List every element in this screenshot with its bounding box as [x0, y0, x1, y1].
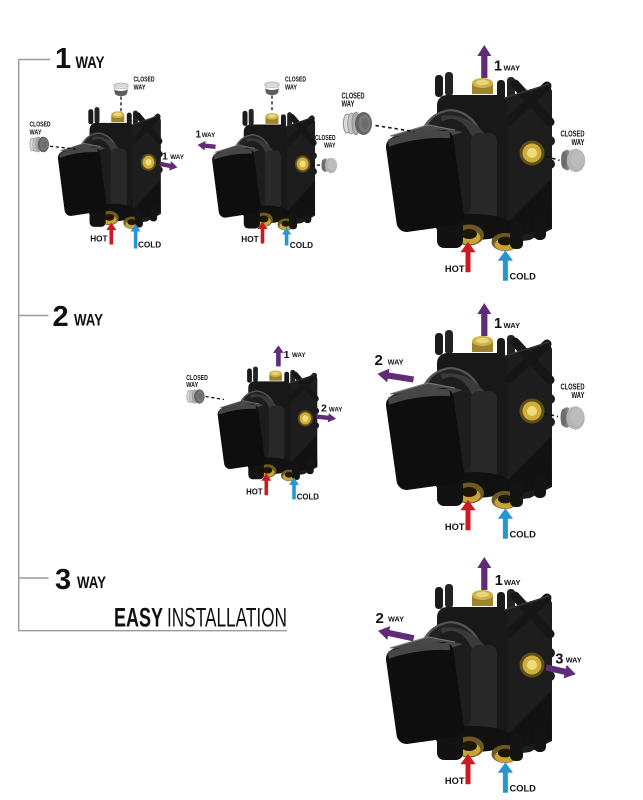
svg-text:WAY: WAY — [170, 154, 184, 161]
svg-text:COLD: COLD — [510, 783, 537, 793]
svg-text:WAY: WAY — [134, 85, 146, 92]
svg-text:2: 2 — [375, 352, 383, 369]
svg-text:WAY: WAY — [504, 578, 521, 587]
svg-text:COLD: COLD — [297, 493, 319, 502]
svg-text:1: 1 — [495, 573, 503, 589]
svg-text:HOT: HOT — [241, 235, 258, 244]
svg-text:COLD: COLD — [290, 241, 313, 250]
svg-text:CLOSED: CLOSED — [134, 77, 155, 84]
svg-text:1: 1 — [284, 349, 290, 361]
svg-text:CLOSED: CLOSED — [315, 135, 336, 142]
svg-text:CLOSED: CLOSED — [561, 382, 585, 391]
svg-text:WAY: WAY — [504, 64, 521, 73]
svg-text:HOT: HOT — [246, 487, 263, 496]
svg-text:3: 3 — [55, 564, 71, 596]
svg-text:2: 2 — [321, 403, 327, 415]
svg-text:WAY: WAY — [77, 574, 106, 592]
svg-text:CLOSED: CLOSED — [285, 77, 306, 84]
svg-text:1: 1 — [196, 130, 202, 141]
svg-text:WAY: WAY — [572, 138, 586, 147]
svg-text:WAY: WAY — [74, 312, 103, 330]
svg-text:WAY: WAY — [324, 143, 336, 150]
svg-text:1: 1 — [494, 59, 502, 75]
svg-text:2: 2 — [53, 301, 69, 333]
svg-text:WAY: WAY — [566, 656, 582, 665]
svg-text:COLD: COLD — [138, 241, 161, 250]
svg-text:3: 3 — [555, 652, 563, 668]
svg-text:WAY: WAY — [388, 615, 404, 624]
svg-text:WAY: WAY — [572, 391, 586, 400]
svg-text:WAY: WAY — [202, 132, 216, 139]
svg-text:COLD: COLD — [510, 271, 537, 281]
svg-text:1: 1 — [494, 316, 502, 332]
svg-text:HOT: HOT — [445, 776, 465, 786]
svg-text:2: 2 — [376, 610, 384, 627]
svg-text:HOT: HOT — [445, 264, 465, 274]
svg-text:WAY: WAY — [30, 130, 42, 137]
svg-text:WAY: WAY — [292, 352, 306, 359]
svg-text:CLOSED: CLOSED — [186, 373, 208, 382]
svg-text:WAY: WAY — [285, 85, 297, 92]
svg-text:WAY: WAY — [186, 380, 198, 389]
svg-text:HOT: HOT — [445, 522, 465, 532]
svg-text:CLOSED: CLOSED — [561, 129, 585, 138]
svg-text:1: 1 — [162, 151, 168, 163]
svg-text:1: 1 — [55, 43, 71, 75]
svg-text:EASY: EASY — [114, 603, 163, 633]
svg-text:WAY: WAY — [504, 321, 521, 330]
svg-text:HOT: HOT — [90, 235, 107, 244]
svg-text:WAY: WAY — [329, 406, 343, 413]
svg-text:WAY: WAY — [76, 54, 105, 72]
svg-text:COLD: COLD — [510, 529, 537, 539]
svg-text:CLOSED: CLOSED — [30, 122, 51, 129]
svg-text:CLOSED: CLOSED — [342, 92, 365, 101]
svg-text:WAY: WAY — [388, 357, 404, 366]
svg-text:WAY: WAY — [342, 100, 356, 109]
svg-text:INSTALLATION: INSTALLATION — [167, 603, 287, 633]
